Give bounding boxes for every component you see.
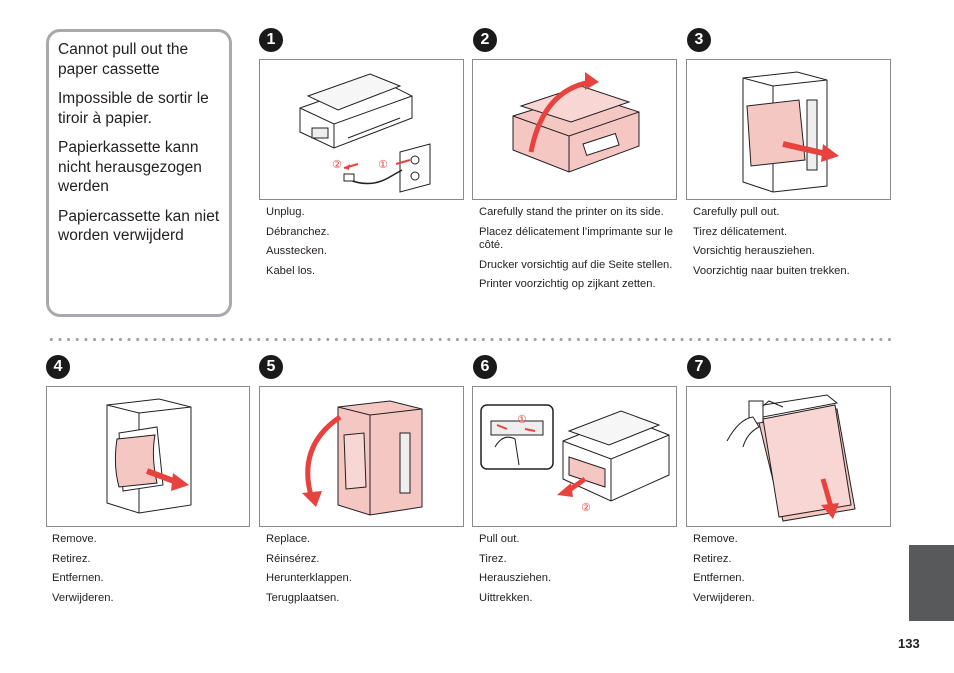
caption-nl: Kabel los.: [266, 264, 316, 277]
callout-2: ②: [581, 501, 591, 514]
title-en: Cannot pull out the paper cassette: [58, 41, 189, 78]
printer-on-side-icon: [106, 398, 192, 514]
caption-en: Unplug.: [266, 206, 305, 218]
caption-fr: Tirez délicatement.: [693, 225, 788, 238]
power-cable: [349, 169, 403, 185]
dotted-separator: [47, 338, 892, 341]
page-number: 133: [898, 636, 920, 651]
step-number-4: 4: [46, 355, 70, 379]
caption-fr: Placez délicatement l’imprimante sur le …: [479, 225, 673, 252]
caption-de: Vorsichtig herausziehen.: [693, 245, 815, 257]
release-arrows: [496, 424, 536, 432]
remove-arrow: [820, 478, 834, 508]
printer-on-side-icon: [337, 400, 423, 516]
step-7-captions: Remove. Retirez. Entfernen. Verwijderen.: [693, 533, 885, 611]
callout-1: ①: [378, 158, 388, 171]
caption-nl: Uittrekken.: [479, 591, 533, 604]
step-number-1: 1: [259, 28, 283, 52]
step-3-captions: Carefully pull out. Tirez délicatement. …: [693, 206, 888, 284]
paper-sheets-icon: [758, 404, 856, 522]
step-4-illustration: [46, 386, 250, 527]
caption-de: Ausstecken.: [266, 245, 327, 257]
step-6-illustration: ① ②: [472, 386, 677, 527]
step-number-2: 2: [473, 28, 497, 52]
caption-en: Remove.: [693, 533, 738, 545]
caption-fr: Retirez.: [693, 552, 732, 565]
replace-arrow: [305, 414, 342, 500]
caption-en: Carefully pull out.: [693, 206, 780, 218]
unplug-arrow-1: [395, 159, 411, 165]
detail-inset: [480, 404, 554, 470]
printer-on-side-icon: [742, 71, 828, 193]
caption-de: Herausziehen.: [479, 572, 552, 584]
title-de: Papierkassette kann nicht herausgezogen …: [58, 139, 202, 195]
caption-nl: Terugplaatsen.: [266, 591, 340, 604]
caption-de: Entfernen.: [52, 572, 104, 584]
step-number-5: 5: [259, 355, 283, 379]
caption-en: Remove.: [52, 533, 97, 545]
section-edge-tab: [909, 545, 954, 621]
caption-nl: Verwijderen.: [52, 591, 114, 604]
caption-de: Drucker vorsichtig auf die Seite stellen…: [479, 258, 673, 271]
title-fr: Impossible de sortir le tiroir à papier.: [58, 90, 209, 127]
caption-nl: Printer voorzichtig op zijkant zetten.: [479, 278, 656, 290]
printer-icon: [562, 410, 670, 502]
step-4-captions: Remove. Retirez. Entfernen. Verwijderen.: [52, 533, 244, 611]
step-2-illustration: [472, 59, 677, 200]
callout-2: ②: [332, 158, 342, 171]
step-number-7: 7: [687, 355, 711, 379]
step-1-illustration: ② ①: [259, 59, 464, 200]
caption-de: Entfernen.: [693, 572, 745, 584]
caption-nl: Verwijderen.: [693, 591, 755, 604]
step-5-illustration: [259, 386, 464, 527]
hand-icon: [726, 416, 760, 448]
pull-arrow: [782, 141, 828, 157]
plug-icon: [343, 173, 355, 182]
step-2-captions: Carefully stand the printer on its side.…: [479, 206, 679, 298]
caption-fr: Débranchez.: [266, 225, 330, 238]
caption-en: Pull out.: [479, 533, 520, 545]
step-3-illustration: [686, 59, 891, 200]
outlet-icon: [399, 143, 431, 193]
caption-fr: Tirez.: [479, 552, 507, 565]
tilt-arrow: [528, 79, 592, 153]
step-6-captions: Pull out. Tirez. Herausziehen. Uittrekke…: [479, 533, 671, 611]
step-7-illustration: [686, 386, 891, 527]
caption-nl: Voorzichtig naar buiten trekken.: [693, 264, 850, 277]
caption-en: Replace.: [266, 533, 311, 545]
step-5-captions: Replace. Réinsérez. Herunterklappen. Ter…: [266, 533, 458, 611]
step-number-6: 6: [473, 355, 497, 379]
title-box: Cannot pull out the paper cassette Impos…: [46, 29, 232, 317]
caption-fr: Retirez.: [52, 552, 91, 565]
caption-fr: Réinsérez.: [266, 552, 320, 565]
caption-de: Herunterklappen.: [266, 572, 352, 584]
printer-icon: [299, 73, 413, 149]
step-1-captions: Unplug. Débranchez. Ausstecken. Kabel lo…: [266, 206, 458, 284]
caption-en: Carefully stand the printer on its side.: [479, 206, 664, 218]
printer-icon: [512, 85, 640, 173]
callout-1: ①: [517, 413, 527, 426]
step-number-3: 3: [687, 28, 711, 52]
title-nl: Papiercassette kan niet worden verwijder…: [58, 207, 220, 245]
